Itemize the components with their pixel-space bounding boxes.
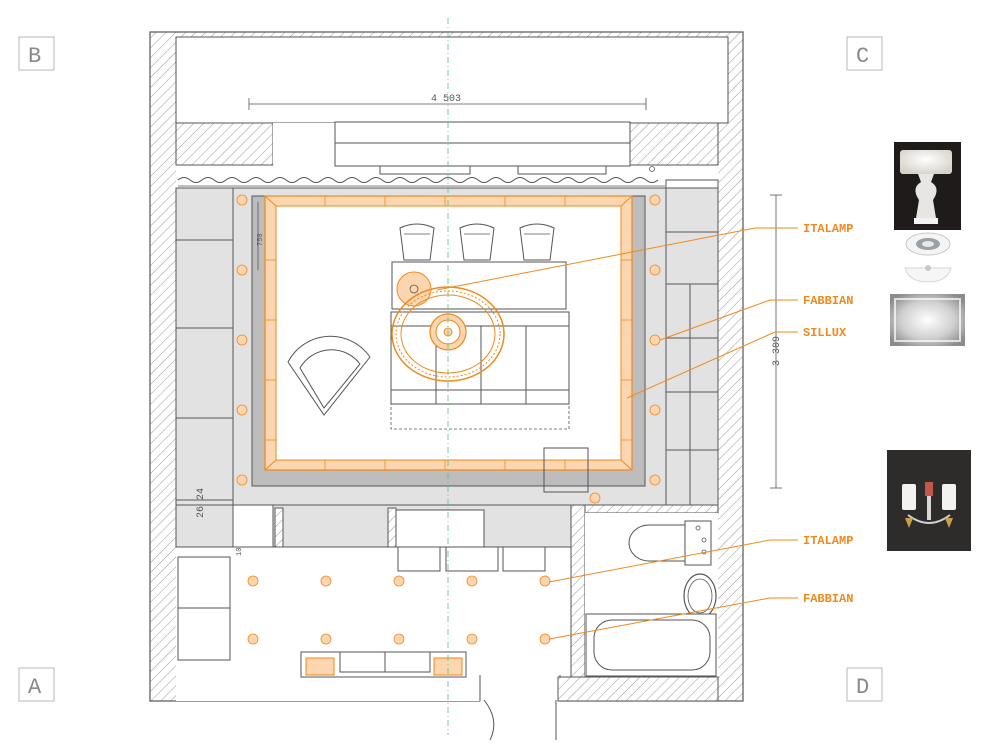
bar-counter: [391, 223, 567, 310]
svg-text:10: 10: [236, 548, 244, 556]
wall-sconce-photo: [887, 450, 971, 551]
svg-text:B: B: [28, 44, 41, 69]
svg-text:3 309: 3 309: [772, 336, 783, 366]
dimension-height: 3 309: [770, 194, 783, 489]
right-wardrobe: [665, 179, 719, 507]
ceiling-dome-photo: [904, 265, 952, 283]
dimension-sofa-depth: 750: [257, 202, 265, 270]
svg-text:C: C: [856, 44, 869, 69]
window-unit: [334, 121, 631, 175]
led-cove: [264, 195, 633, 471]
svg-text:4 503: 4 503: [431, 94, 461, 105]
svg-text:D: D: [856, 675, 869, 700]
left-cabinets: [175, 187, 234, 511]
corner-marker-c: C: [846, 36, 883, 71]
ottoman: [543, 447, 589, 493]
svg-text:750: 750: [257, 233, 265, 246]
corner-marker-a: A: [18, 667, 55, 702]
callout-italamp-1: ITALAMP: [803, 222, 853, 236]
table-lamp-photo: [894, 142, 961, 230]
bathroom: [557, 504, 719, 702]
callout-fabbian-1: FABBIAN: [803, 294, 853, 308]
armchair: [287, 335, 371, 416]
svg-text:A: A: [28, 675, 42, 700]
callout-lines: [436, 227, 798, 640]
dimension-width: 4 503: [248, 94, 647, 110]
callout-italamp-2: ITALAMP: [803, 534, 853, 548]
curtain-line: [177, 177, 659, 183]
callout-sillux: SILLUX: [803, 326, 847, 340]
led-strip-photo: [890, 294, 965, 346]
svg-text:24: 24: [196, 488, 207, 500]
svg-text:26: 26: [196, 506, 207, 518]
callout-fabbian-2: FABBIAN: [803, 592, 853, 606]
spotlights: [236, 194, 661, 645]
spotlight-photo: [905, 232, 951, 256]
hallway: 26 24 10: [177, 488, 467, 678]
corner-marker-d: D: [846, 667, 883, 702]
corner-marker-b: B: [18, 36, 55, 71]
